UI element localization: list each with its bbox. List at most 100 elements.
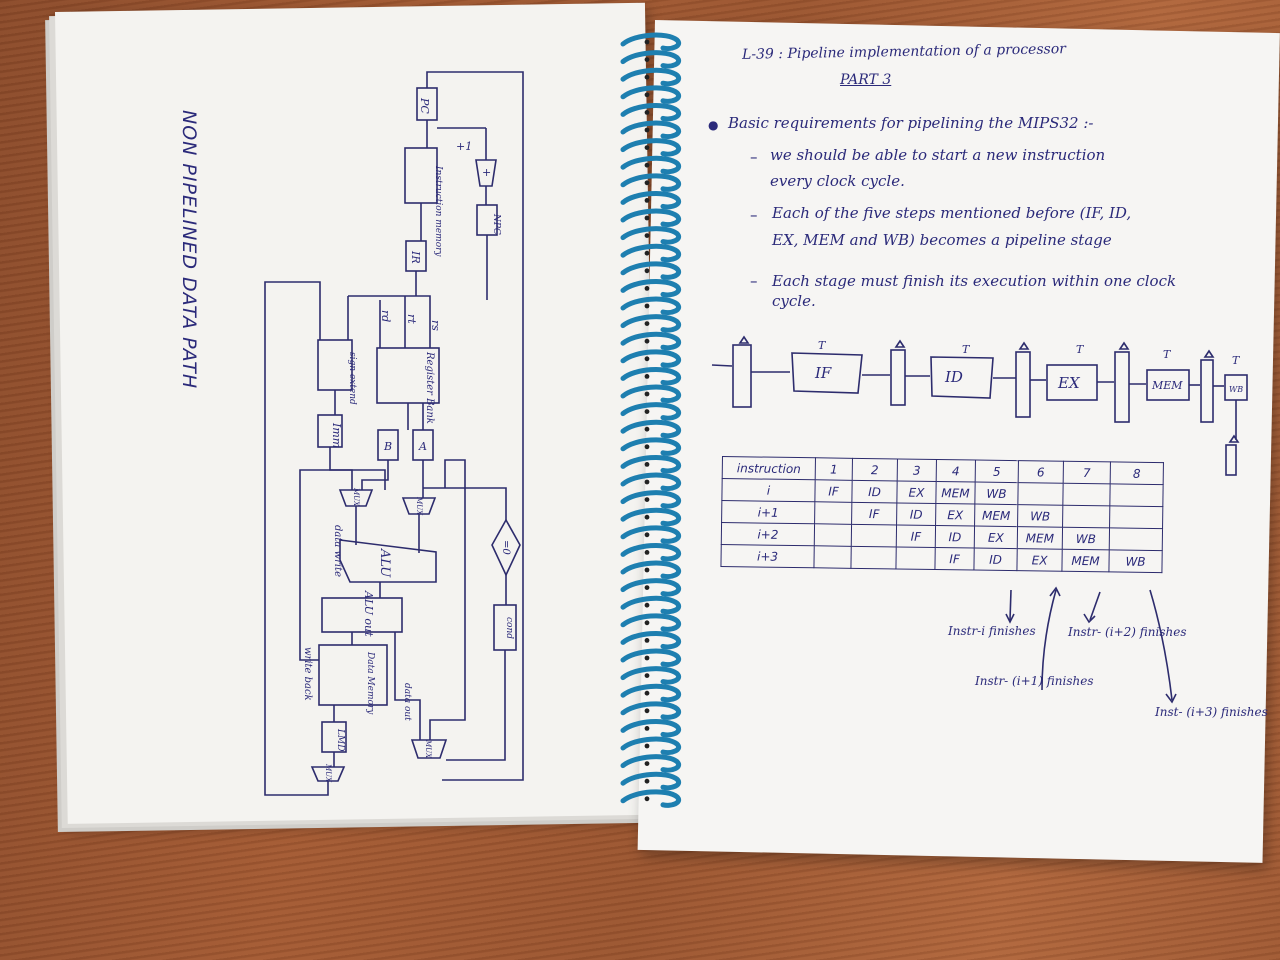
punch-hole — [644, 426, 650, 432]
punch-hole — [644, 127, 650, 133]
punch-hole — [644, 250, 650, 256]
punch-hole — [644, 761, 650, 766]
punch-hole — [644, 57, 650, 62]
table-cell: i+3 — [720, 544, 815, 568]
table-cell: EX — [974, 526, 1018, 549]
punch-hole — [644, 303, 650, 309]
punch-hole — [644, 778, 650, 784]
table-cell: WB — [1108, 549, 1163, 573]
punch-hole — [644, 602, 650, 608]
spiral-coil — [620, 32, 681, 51]
table-cell — [850, 546, 897, 569]
table-cell: ID — [851, 480, 898, 503]
rs-label: rs — [429, 320, 442, 331]
table-cell: MEM — [974, 504, 1018, 527]
pc-adder — [475, 159, 497, 187]
table-cell: IF — [934, 547, 975, 571]
table-cell: ID — [973, 548, 1018, 571]
stage-label-mem: MEM — [1151, 379, 1183, 392]
clock-mark-2: T — [962, 343, 971, 356]
part-heading: PART 3 — [840, 72, 892, 88]
point-3b: cycle. — [772, 292, 816, 310]
spiral-coil — [620, 402, 681, 421]
table-cell: IF — [896, 524, 936, 548]
npc-label: NPC — [491, 213, 501, 235]
punch-hole — [644, 92, 650, 98]
table-cell — [1109, 505, 1163, 529]
punch-hole — [644, 743, 650, 749]
point-1a: we should be able to start a new instruc… — [770, 146, 1106, 164]
stage-box-if — [791, 352, 863, 394]
spiral-coil — [620, 578, 681, 597]
spiral-coil — [620, 437, 681, 456]
point-3a: Each stage must finish its execution wit… — [772, 272, 1177, 290]
alu-label: ALU — [377, 548, 392, 578]
spiral-coil — [620, 67, 681, 87]
punch-hole — [644, 374, 650, 379]
table-cell — [1017, 482, 1064, 506]
spiral-coil — [620, 173, 681, 192]
cond-label: cond — [504, 617, 514, 639]
plus-label: + — [482, 166, 491, 179]
table-cell — [814, 523, 852, 547]
clock-mark-5: T — [1232, 354, 1241, 367]
punch-hole — [644, 145, 650, 150]
spiral-coil — [620, 208, 681, 227]
annotation-instr-i1: Instr- (i+1) finishes — [974, 674, 1093, 688]
latch-1 — [732, 344, 752, 408]
spiral-coil — [620, 560, 681, 579]
spiral-coil — [620, 490, 681, 509]
punch-hole — [644, 638, 650, 643]
table-cell — [1109, 527, 1163, 551]
punch-hole — [644, 321, 650, 326]
punch-hole — [644, 391, 650, 397]
data-memory-label: Data Memory — [365, 651, 375, 715]
dash-2: – — [750, 206, 758, 224]
spiral-coil — [620, 349, 681, 368]
punch-hole — [644, 796, 650, 802]
spiral-coil — [620, 683, 681, 703]
spiral-coil — [620, 296, 681, 315]
latch-3 — [1015, 351, 1031, 418]
bullet-dot: ● — [708, 118, 719, 132]
spiral-coil — [620, 120, 681, 139]
punch-hole — [644, 620, 650, 626]
imm-label: Imm — [330, 422, 343, 448]
table-cell: ID — [935, 525, 975, 549]
spiral-coil — [620, 85, 681, 104]
spiral-coil — [620, 525, 681, 544]
spiral-coil — [620, 261, 681, 280]
spiral-coil — [620, 754, 681, 773]
dash-1: – — [750, 148, 758, 166]
punch-hole — [644, 532, 650, 538]
point-1b: every clock cycle. — [770, 172, 905, 190]
punch-hole — [644, 180, 650, 186]
mux-pc — [410, 739, 448, 759]
spiral-coil — [620, 314, 681, 333]
spiral-coil — [620, 331, 681, 351]
table-cell: EX — [1016, 548, 1063, 572]
spiral-coil — [620, 719, 681, 738]
bullet-text: Basic requirements for pipelining the MI… — [728, 114, 1094, 132]
latch-6 — [1225, 444, 1237, 476]
table-header-cell: instruction — [722, 456, 816, 480]
table-cell — [814, 501, 852, 525]
punch-hole — [644, 514, 650, 520]
spiral-coil — [620, 138, 681, 157]
pc-label: PC — [418, 97, 431, 114]
mux-wb-label: MUX — [324, 763, 332, 783]
table-header-cell: 6 — [1018, 460, 1064, 484]
punch-hole — [644, 356, 650, 362]
punch-hole — [644, 110, 650, 115]
punch-hole — [644, 39, 650, 45]
spiral-coil — [620, 771, 681, 791]
table-header-cell: 1 — [815, 457, 853, 481]
instruction-memory-label: Instruction memory — [433, 165, 443, 257]
point-2a: Each of the five steps mentioned before … — [772, 204, 1132, 222]
write-back-label: write back — [302, 647, 313, 701]
rd-label: rd — [379, 310, 392, 322]
mux-1-label: MUX — [352, 487, 360, 507]
punch-hole — [644, 585, 650, 590]
table-cell — [851, 524, 897, 547]
